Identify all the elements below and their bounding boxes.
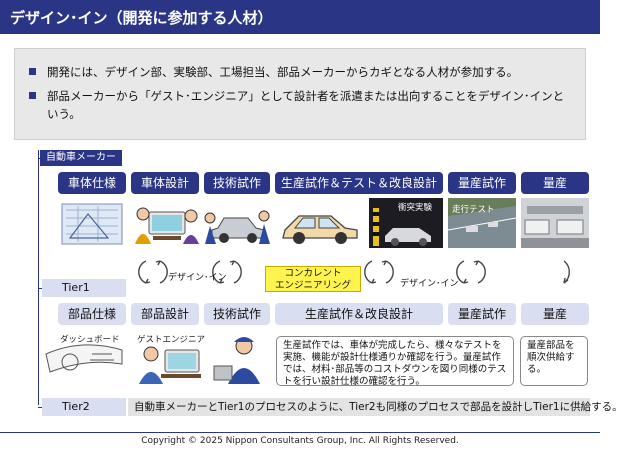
concurrent-line: エンジニアリング [274, 280, 351, 291]
production-trial-description: 生産試作では、車体が完成したら、様々なテストを実施、機能が設計仕様通りか確認を行… [276, 336, 514, 387]
concurrent-line: コンカレント [284, 268, 342, 279]
cycle-arrows-icon [364, 260, 394, 284]
oem-phase-tech-trial: 技術試作 [204, 172, 270, 194]
car-illustration [282, 215, 358, 244]
tier1-phase-production-trial: 生産試作＆改良設計 [275, 303, 443, 325]
footer-divider [0, 432, 600, 433]
tier1-label: Tier1 [42, 279, 126, 297]
guest-engineer-illustration [139, 346, 201, 384]
designers-illustration [135, 207, 199, 244]
guest-engineer-caption: ゲストエンジニア [137, 335, 206, 345]
oem-phase-body-design: 車体設計 [131, 172, 199, 194]
blueprint-illustration [61, 203, 123, 245]
crash-test-caption: 衝突実験 [398, 203, 433, 213]
road-test-caption: 走行テスト [452, 205, 495, 215]
tier1-phase-mass-trial: 量産試作 [448, 303, 516, 325]
technician-illustration [213, 337, 260, 384]
oem-phase-body-spec: 車体仕様 [58, 172, 126, 194]
tier2-connector [38, 407, 42, 408]
note-item: 開発には、デザイン部、実験部、工場担当、部品メーカーからカギとなる人材が参加する… [29, 63, 569, 81]
dashboard-caption: ダッシュボード [60, 335, 120, 345]
crash-test-photo [369, 198, 443, 248]
prototype-car-illustration [204, 210, 270, 244]
tier1-connector [38, 288, 42, 289]
title-bar: デザイン･イン（開発に参加する人材） [0, 0, 600, 34]
cycle-arrows-icon [212, 260, 242, 284]
road-test-photo [447, 198, 517, 248]
timeline-vertical-line [38, 150, 39, 405]
arc-arrow-icon [563, 260, 570, 284]
cycle-arrows-icon [456, 260, 486, 284]
notes-box: 開発には、デザイン部、実験部、工場担当、部品メーカーからカギとなる人材が参加する… [14, 48, 586, 140]
note-item: 部品メーカーから「ゲスト･エンジニア」として設計者を派遣または出向することをデザ… [29, 87, 569, 123]
oem-phase-production-trial: 生産試作＆テスト＆改良設計 [275, 172, 443, 194]
design-in-label: デザイン･イン [168, 273, 227, 283]
oem-phase-mass-trial: 量産試作 [448, 172, 516, 194]
cycle-arrows-icon [138, 260, 168, 284]
oem-phase-mass-production: 量産 [521, 172, 589, 194]
tier2-label: Tier2 [42, 398, 126, 416]
design-in-label: デザイン･イン [400, 279, 459, 289]
oem-label: 自動車メーカー [40, 150, 122, 166]
tier2-note: 自動車メーカーとTier1のプロセスのように、Tier2も同様のプロセスで部品を… [128, 398, 623, 416]
footer-copyright: Copyright © 2025 Nippon Consultants Grou… [141, 436, 459, 446]
page-title: デザイン･イン（開発に参加する人材） [10, 9, 273, 27]
tier1-phase-mass-production: 量産 [521, 303, 589, 325]
note-text: 部品メーカーから「ゲスト･エンジニア」として設計者を派遣または出向することをデザ… [47, 89, 565, 121]
square-bullet-icon [29, 68, 36, 75]
mass-production-description: 量産部品を順次供給する。 [520, 336, 588, 386]
concurrent-engineering-badge: コンカレント エンジニアリング [265, 266, 361, 292]
factory-photo [521, 198, 589, 248]
tier1-phase-tech-trial: 技術試作 [204, 303, 270, 325]
dashboard-sketch [45, 344, 123, 373]
note-text: 開発には、デザイン部、実験部、工場担当、部品メーカーからカギとなる人材が参加する… [47, 65, 519, 79]
square-bullet-icon [29, 92, 36, 99]
tier1-phase-part-design: 部品設計 [131, 303, 199, 325]
tier1-phase-part-spec: 部品仕様 [58, 303, 126, 325]
